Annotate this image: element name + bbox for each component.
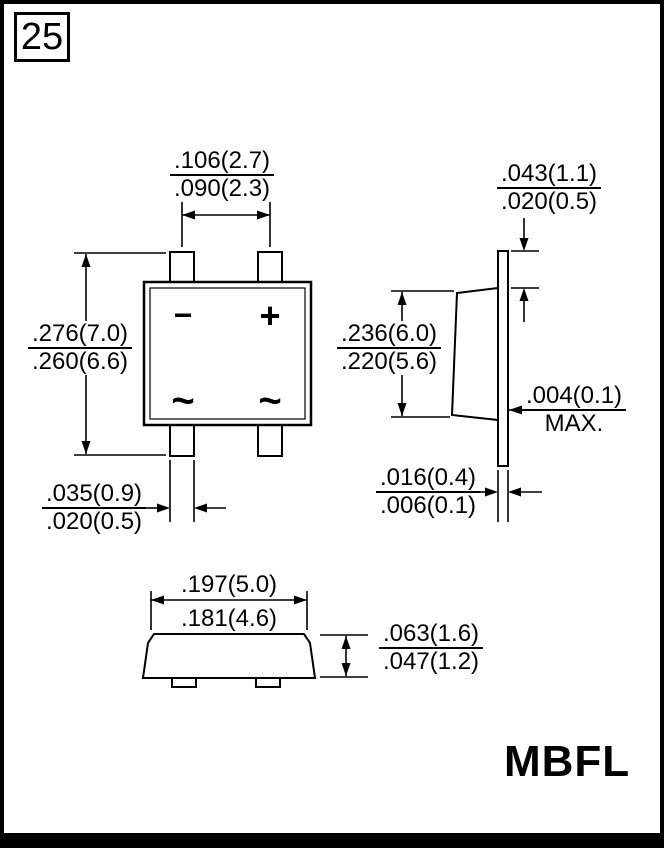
side-lead [497,250,509,467]
dim-bottom-value: .181(4.6) [180,605,278,632]
ac-symbol-left: ~ [171,379,195,423]
page-number-box: 25 [14,12,70,62]
dim-lead-pitch-lines [181,201,271,247]
dim-lead-width-lines [145,460,226,522]
dim-top-value: .004(0.1) [521,383,627,411]
dim-body-thickness-label: .063(1.6) .047(1.2) [378,621,484,675]
dim-top-value: .106(2.7) [169,148,275,176]
polarity-plus-symbol: + [259,295,281,336]
dim-bottom-value: .020(0.5) [45,508,143,535]
dim-bottom-value: .260(6.6) [31,348,129,375]
dim-bottom-value: MAX. [544,410,604,437]
dim-top-value: .043(1.1) [496,161,602,189]
side-body [450,286,499,422]
dim-bottom-value: .006(0.1) [379,492,477,519]
dim-lead-pitch-label: .106(2.7) .090(2.3) [169,148,275,202]
dim-top-value: .016(0.4) [375,465,481,493]
dim-lead-extension-label: .043(1.1) .020(0.5) [496,161,602,215]
lead-bottom-right [257,421,283,457]
bottom-body [141,633,317,679]
dim-lead-thickness-lines [480,470,542,522]
part-name: MBFL [504,737,631,786]
dim-bottom-value: .090(2.3) [173,175,271,202]
dim-top-value: .276(7.0) [27,321,133,349]
page-footer-bar [4,833,660,844]
drawing-linework [74,201,542,688]
dim-overall-height-label: .276(7.0) .260(6.6) [27,321,133,375]
bottom-view-outline [141,633,317,688]
dim-body-width-lines [150,591,308,630]
dim-standoff-label: .004(0.1) MAX. [521,383,627,437]
dim-lead-extension-lines [511,218,539,322]
dim-bottom-value: .220(5.6) [340,348,438,375]
dim-body-width-label: .197(5.0) .181(4.6) [177,572,281,632]
dim-lead-thickness-label: .016(0.4) .006(0.1) [375,465,481,519]
dim-lead-width-label: .035(0.9) .020(0.5) [41,481,147,535]
top-view-outline [142,251,313,457]
dim-body-thickness-lines [320,634,368,678]
package-body-outer [142,280,313,427]
dim-top-value: .197(5.0) [180,571,278,598]
side-view-outline [450,250,509,467]
dim-body-height-label: .236(6.0) .220(5.6) [336,321,442,375]
dim-top-value: .063(1.6) [378,621,484,649]
page-number: 25 [20,15,64,58]
dim-top-value: .035(0.9) [41,481,147,509]
polarity-minus-symbol: − [173,297,193,333]
dim-bottom-value: .020(0.5) [500,188,598,215]
lead-bottom-left [169,421,195,457]
dim-bottom-value: .047(1.2) [382,648,480,675]
ac-symbol-right: ~ [258,379,282,423]
package-body-inner [149,287,306,420]
dim-top-value: .236(6.0) [336,321,442,349]
